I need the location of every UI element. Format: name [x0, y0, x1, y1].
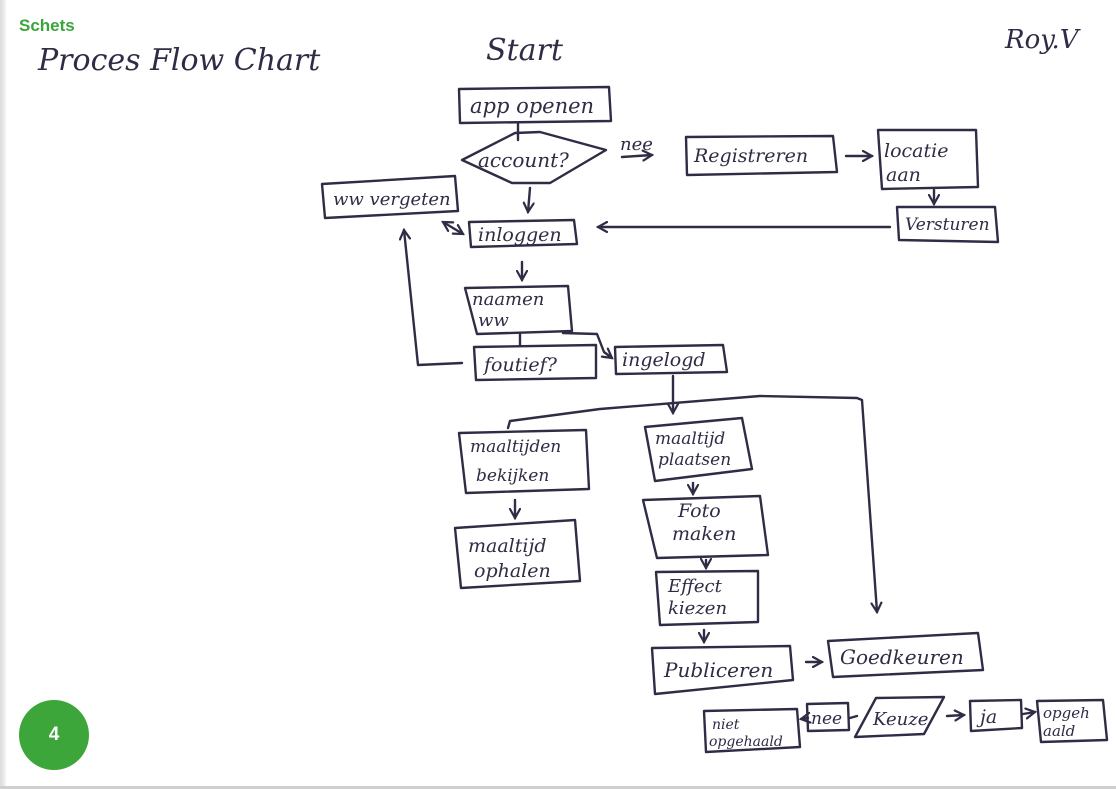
node-label-line1: opgeh [1043, 704, 1090, 722]
edge-ja-opgehaald [1021, 712, 1035, 714]
node-label: Registreren [693, 145, 808, 167]
edge-foutief-wwvergeten [404, 230, 464, 367]
node-label-line2: ww [478, 310, 509, 331]
node-label: nee [811, 709, 842, 729]
node-ja: ja [968, 698, 1024, 733]
node-foutief-decision: foutief? [472, 343, 598, 382]
edge-keuze-nee [848, 714, 859, 720]
node-label: ingelogd [622, 349, 706, 371]
node-label: app openen [470, 94, 594, 118]
node-maaltijd-ophalen: maaltijd ophalen [453, 518, 582, 590]
node-label: ww vergeten [333, 189, 451, 210]
node-ww-vergeten: ww vergeten [320, 174, 460, 220]
node-label: ja [976, 706, 997, 728]
node-maaltijd-plaatsen: maaltijd plaatsen [643, 416, 754, 483]
node-niet-opgehaald: niet opgehaald [702, 707, 802, 754]
node-ingelogd: ingelogd [613, 343, 729, 376]
start-label: Start [486, 33, 564, 68]
node-label-line2: bekijken [476, 466, 549, 486]
edge-account-registreren [620, 155, 652, 157]
node-label: Versturen [905, 215, 990, 235]
node-locatie-aan: locatie aan [876, 128, 980, 191]
node-naamen-ww: naamen ww [463, 284, 574, 336]
node-label: Publiceren [663, 658, 773, 682]
node-publiceren: Publiceren [650, 644, 795, 696]
edge-ingelogd-goedkeuren [506, 394, 877, 612]
node-nee: nee [805, 701, 851, 733]
section-label: Schets [19, 16, 75, 35]
node-label-line1: niet [712, 717, 740, 733]
node-label-line1: Foto [677, 500, 721, 522]
node-label: inloggen [478, 224, 562, 246]
node-label: account? [478, 148, 569, 172]
node-label-line2: kiezen [668, 598, 727, 619]
node-label-line2: opgehaald [709, 734, 783, 750]
node-label-line1: locatie [884, 140, 948, 162]
node-versturen: Versturen [895, 205, 1000, 244]
node-label-line1: maaltijd [655, 429, 725, 449]
node-foto-maken: Foto maken [641, 494, 770, 560]
page-number: 4 [48, 724, 60, 745]
node-label-line2: maken [672, 523, 736, 545]
node-label-line2: ophalen [474, 560, 551, 582]
node-goedkeuren: Goedkeuren [826, 631, 985, 679]
node-effect-kiezen: Effect kiezen [654, 569, 760, 627]
node-label: Goedkeuren [840, 645, 964, 669]
node-inloggen: inloggen [467, 218, 579, 249]
node-keuze-decision: Keuze [853, 695, 946, 739]
node-account-decision: account? [460, 130, 608, 185]
node-label: foutief? [482, 354, 558, 376]
node-opgehaald: opgeh aald [1035, 698, 1109, 744]
node-label-line2: aan [886, 164, 921, 186]
node-label-line1: maaltijden [470, 437, 561, 457]
node-registreren: Registreren [684, 134, 839, 177]
node-label-line2: plaatsen [658, 450, 731, 470]
author-signature: Roy.V [1004, 25, 1081, 55]
node-label-line1: Effect [667, 576, 723, 597]
chart-title: Proces Flow Chart [37, 43, 321, 78]
edge-account-inloggen [528, 186, 530, 212]
page-number-badge: 4 [19, 700, 89, 770]
page-edge [0, 0, 6, 789]
edge-label-nee: nee [620, 134, 653, 155]
node-label-line1: maaltijd [468, 535, 547, 557]
node-label-line2: aald [1043, 722, 1075, 740]
edge-naamww-ingelogd [561, 331, 612, 358]
edge-inloggen-wwvergeten [443, 220, 463, 236]
node-label-line1: naamen [472, 289, 544, 310]
edge-keuze-ja [945, 715, 964, 716]
node-app-openen: app openen [457, 85, 613, 125]
node-maaltijden-bekijken: maaltijden bekijken [457, 428, 591, 495]
page-edge-bottom [0, 786, 1116, 789]
node-label: Keuze [872, 709, 928, 730]
